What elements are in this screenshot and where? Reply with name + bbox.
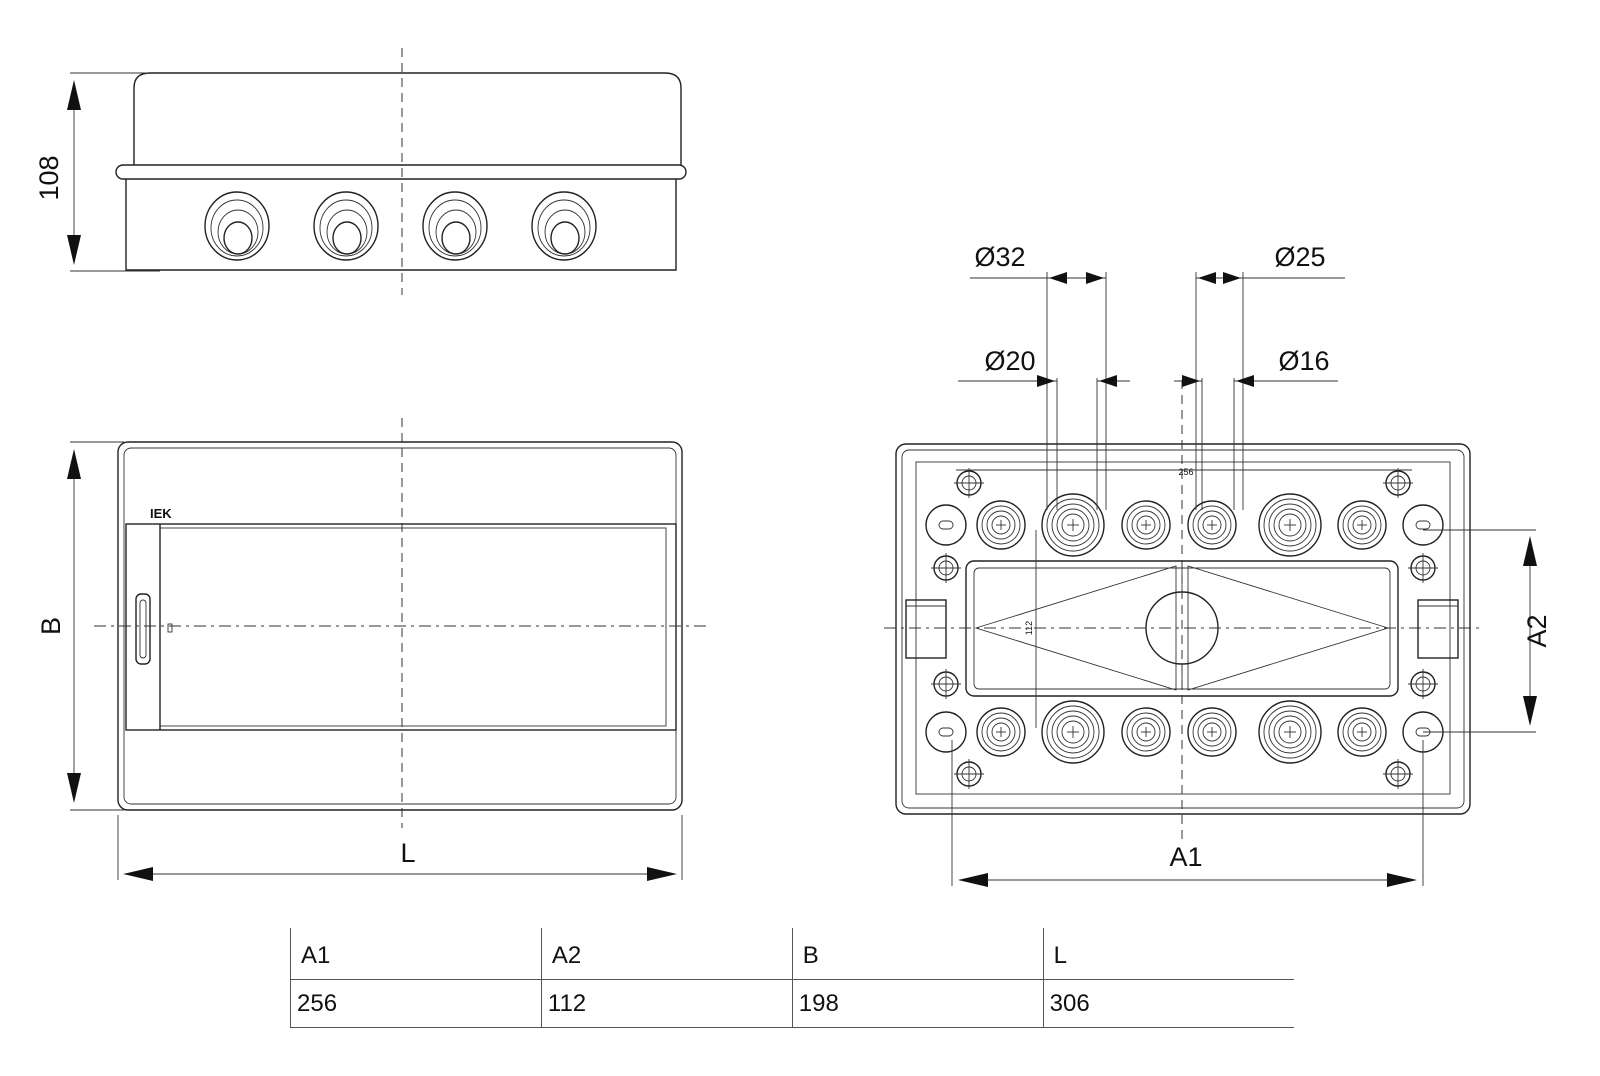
length-dimension-label: L	[400, 838, 415, 868]
side-gland-4	[531, 191, 597, 261]
diameter-20-label: Ø20	[984, 346, 1035, 376]
table-value-l: 306	[1042, 979, 1294, 1028]
table-row: 256 112 198 306	[290, 979, 1294, 1028]
inner-width-mark: 256	[1178, 467, 1193, 477]
table-value-a2: 112	[540, 979, 793, 1028]
table-header-b: B	[791, 928, 1044, 980]
side-gland-1	[204, 191, 270, 261]
side-view: 108	[34, 48, 687, 295]
a1-dimension-label: A1	[1169, 842, 1202, 872]
brand-logo: IEK	[150, 506, 172, 521]
table-value-b: 198	[791, 979, 1044, 1028]
height-dimension-label: 108	[34, 155, 64, 200]
diameter-25-label: Ø25	[1274, 242, 1325, 272]
table-header-a2: A2	[540, 928, 793, 980]
inner-height-mark: 112	[1024, 621, 1034, 635]
side-gland-3	[422, 191, 488, 261]
width-dimension-label: B	[36, 617, 66, 635]
a2-dimension-label: A2	[1522, 614, 1552, 647]
diameter-16-label: Ø16	[1278, 346, 1329, 376]
table-header-a1: A1	[290, 928, 542, 980]
side-gland-2	[313, 191, 379, 261]
dimensions-table: A1 A2 B L 256 112 198 306	[290, 928, 1294, 1028]
table-header-row: A1 A2 B L	[290, 928, 1294, 980]
table-header-l: L	[1042, 928, 1294, 980]
bottom-view: 256 112 Ø32 Ø25 Ø20 Ø16	[884, 242, 1552, 887]
diameter-32-label: Ø32	[974, 242, 1025, 272]
table-value-a1: 256	[290, 979, 542, 1028]
front-view: IEK B L	[36, 418, 706, 881]
